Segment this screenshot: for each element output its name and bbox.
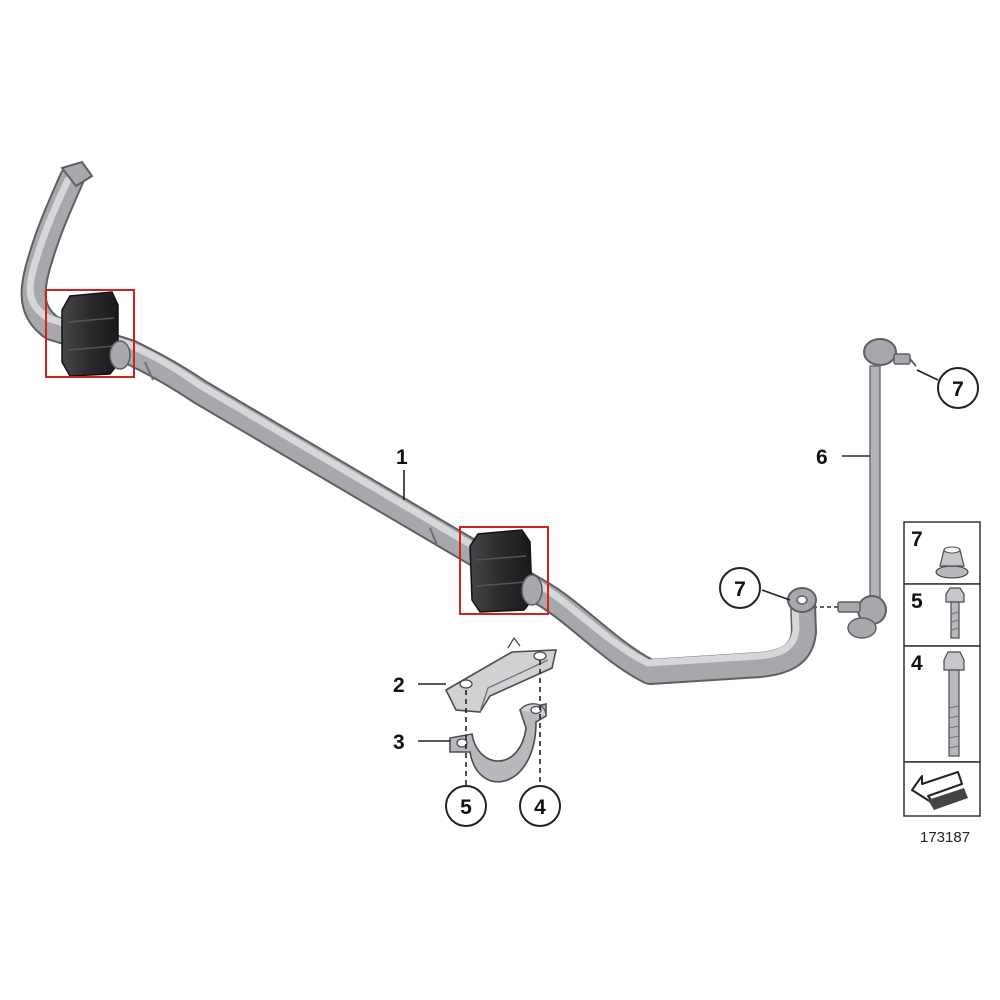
hardware-legend-panel: 7 5 4: [903, 521, 981, 817]
clamp: [449, 702, 547, 783]
callout-circle-7-top: 7: [937, 367, 979, 409]
bushing-left: [61, 291, 131, 377]
stabilizer-bar: [20, 160, 817, 685]
callout-6: 6: [816, 446, 828, 469]
legend-label-5: 5: [911, 590, 923, 613]
bushing-center: [469, 529, 543, 613]
callout-circle-7-mid: 7: [719, 567, 761, 609]
highlight-frame-center: [459, 526, 549, 615]
short-bolt-icon: [945, 587, 965, 639]
legend-label-7: 7: [911, 528, 923, 551]
legend-label-4: 4: [911, 652, 923, 675]
bar-end-left-eye: [60, 160, 94, 188]
callout-circle-4: 4: [519, 785, 561, 827]
callout-circle-5: 5: [445, 785, 487, 827]
direction-arrow-icon: [911, 771, 968, 810]
diagram-code: 173187: [920, 829, 970, 846]
long-bolt-icon: [943, 651, 965, 757]
mounting-bracket: [444, 636, 558, 713]
leader-lines: [403, 369, 939, 790]
bar-end-right-eye: [787, 587, 817, 613]
flange-nut-icon: [935, 546, 969, 579]
callout-2: 2: [393, 674, 405, 697]
callout-7-top: 7: [952, 378, 964, 401]
callout-3: 3: [393, 731, 405, 754]
callout-4: 4: [534, 796, 546, 819]
callout-5: 5: [460, 796, 472, 819]
callout-7-mid: 7: [734, 578, 746, 601]
stabilizer-link: [812, 338, 917, 639]
callout-1: 1: [396, 446, 408, 469]
highlight-frame-left: [45, 289, 135, 378]
